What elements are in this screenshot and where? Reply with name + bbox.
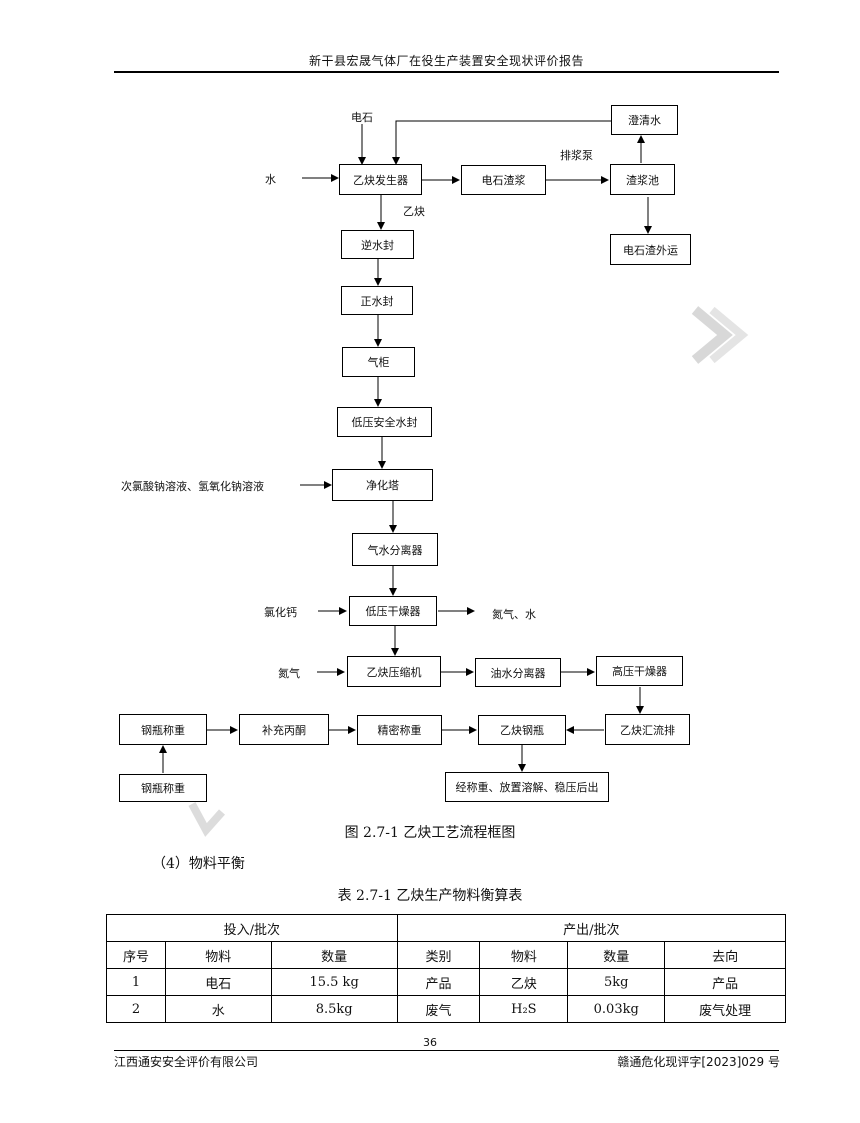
- box-gas-holder: 气柜: [342, 347, 415, 377]
- box-forward-seal: 正水封: [341, 286, 413, 315]
- box-add-acetone: 补充丙酮: [239, 714, 329, 745]
- arrow-clearwater-generator: [392, 120, 611, 165]
- cell: H₂S: [479, 995, 569, 1023]
- cell: 1: [106, 968, 166, 996]
- box-hp-dryer: 高压干燥器: [596, 656, 683, 686]
- box-final-output: 经称重、放置溶解、稳压后出: [445, 772, 609, 802]
- header-divider: [114, 71, 779, 73]
- cell: 产品: [664, 968, 786, 996]
- th-material-in: 物料: [164, 941, 272, 969]
- box-slurry: 电石渣浆: [461, 165, 546, 195]
- table-row: 2 水 8.5kg 废气 H₂S 0.03kg 废气处理: [106, 995, 786, 1023]
- box-reverse-seal: 逆水封: [341, 230, 414, 259]
- box-compressor: 乙炔压缩机: [347, 656, 441, 687]
- box-precise-weigh: 精密称重: [357, 715, 442, 745]
- th-qty-out: 数量: [567, 941, 666, 969]
- footer-company: 江西通安安全评价有限公司: [114, 1055, 259, 1069]
- box-oil-water-separator: 油水分离器: [475, 658, 561, 687]
- cell: 乙炔: [479, 968, 569, 996]
- cell: 5kg: [567, 968, 666, 996]
- th-destination: 去向: [664, 941, 786, 969]
- box-clear-water: 澄清水: [611, 105, 678, 135]
- cell: 产品: [396, 968, 481, 996]
- process-flow-diagram: [159, 120, 652, 773]
- box-slurry-pool: 渣浆池: [610, 164, 675, 195]
- box-gas-water-separator: 气水分离器: [352, 533, 438, 566]
- input-label-carbide: 电石: [351, 111, 373, 124]
- th-category: 类别: [396, 941, 481, 969]
- cell: 废气: [396, 995, 481, 1023]
- label-acetylene: 乙炔: [403, 205, 425, 218]
- input-label-nitrogen: 氮气: [278, 667, 300, 680]
- cell: 2: [106, 995, 166, 1023]
- input-label-hypochlorite: 次氯酸钠溶液、氢氧化钠溶液: [121, 480, 264, 493]
- input-label-cacl2: 氯化钙: [264, 606, 297, 619]
- watermark-mark: [691, 306, 749, 364]
- cell: 水: [164, 995, 272, 1023]
- th-material-out: 物料: [479, 941, 569, 969]
- table-title: 表 2.7-1 乙炔生产物料衡算表: [337, 888, 523, 904]
- box-lp-seal: 低压安全水封: [337, 407, 432, 437]
- input-label-water: 水: [265, 173, 276, 186]
- section-heading: （4）物料平衡: [152, 856, 245, 872]
- label-pump: 排浆泵: [560, 149, 593, 162]
- box-manifold: 乙炔汇流排: [605, 714, 690, 745]
- footer-report-number: 赣通危化现评字[2023]029 号: [617, 1055, 780, 1069]
- box-generator: 乙炔发生器: [339, 164, 422, 195]
- cell: 0.03kg: [567, 995, 666, 1023]
- th-qty-in: 数量: [270, 941, 398, 969]
- page-header-title: 新干县宏晟气体厂在役生产装置安全现状评价报告: [308, 54, 584, 68]
- cell: 废气处理: [664, 995, 786, 1023]
- box-purifier: 净化塔: [332, 469, 433, 501]
- box-lp-dryer: 低压干燥器: [349, 596, 437, 626]
- material-balance-table: 投入/批次 产出/批次 序号 物料 数量 类别 物料 数量 去向 1 电石 15…: [106, 914, 787, 1023]
- box-cylinder-weigh-1: 钢瓶称重: [119, 714, 207, 745]
- table-group-row: 投入/批次 产出/批次: [106, 914, 787, 942]
- group-input: 投入/批次: [106, 914, 398, 942]
- footer-divider: [114, 1050, 779, 1051]
- th-no: 序号: [106, 941, 166, 969]
- table-row: 1 电石 15.5 kg 产品 乙炔 5kg 产品: [106, 968, 786, 996]
- group-output: 产出/批次: [396, 914, 787, 942]
- page-number: 36: [423, 1036, 437, 1049]
- watermark-mark-2: [188, 802, 225, 837]
- figure-caption: 图 2.7-1 乙炔工艺流程框图: [344, 825, 516, 841]
- box-residue-out: 电石渣外运: [610, 234, 691, 265]
- label-n2-water: 氮气、水: [492, 608, 536, 621]
- cell: 8.5kg: [270, 995, 398, 1023]
- box-cylinder-weigh-2: 钢瓶称重: [119, 774, 207, 802]
- cell: 电石: [164, 968, 272, 996]
- box-cylinder: 乙炔钢瓶: [478, 715, 566, 745]
- table-header-row: 序号 物料 数量 类别 物料 数量 去向: [106, 941, 786, 969]
- cell: 15.5 kg: [270, 968, 398, 996]
